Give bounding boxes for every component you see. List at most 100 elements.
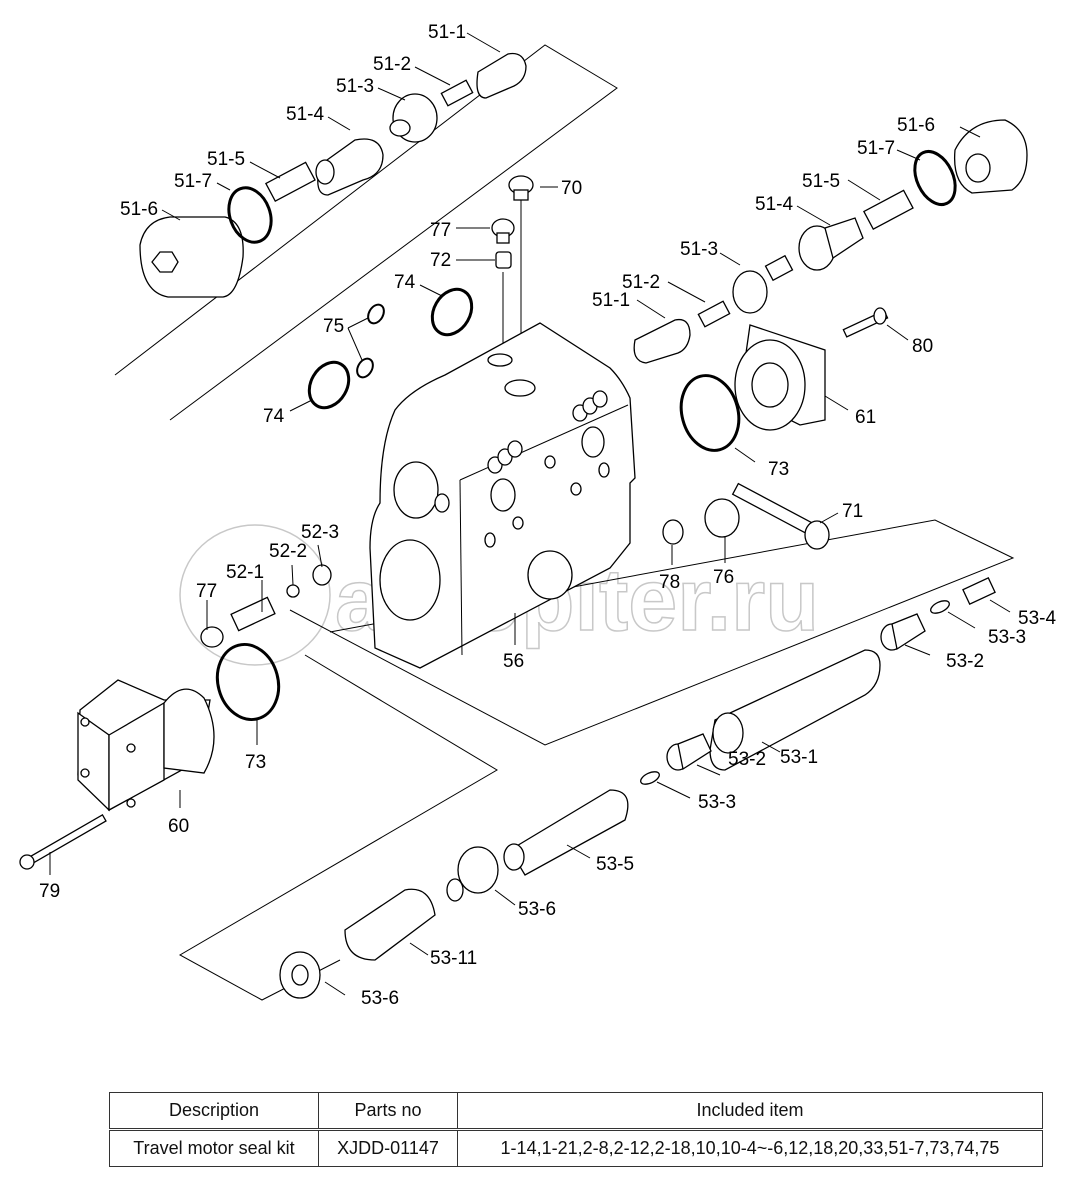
part-52-3 — [312, 564, 332, 586]
label-71: 71 — [842, 501, 863, 522]
label-70: 70 — [561, 178, 582, 199]
part-51-6-left — [139, 216, 244, 298]
label-51-2: 51-2 — [622, 272, 660, 293]
label-75: 75 — [323, 316, 344, 337]
part-53-11-spring — [344, 888, 436, 961]
label-51-7: 51-7 — [857, 138, 895, 159]
header-parts-no: Parts no — [318, 1092, 458, 1131]
label-74: 74 — [394, 272, 416, 293]
part-51-2-left-spring — [440, 79, 474, 107]
part-51-6-right — [953, 119, 1028, 194]
label-51-2: 51-2 — [373, 54, 411, 75]
part-75-oring-b — [356, 357, 374, 379]
label-77: 77 — [430, 220, 451, 241]
label-51-5: 51-5 — [207, 149, 245, 170]
seal-kit-table: Description Parts no Included item Trave… — [109, 1092, 1043, 1167]
label-61: 61 — [855, 407, 876, 428]
cell-description: Travel motor seal kit — [109, 1129, 319, 1167]
part-76-plug — [704, 498, 740, 538]
part-74-oring-a — [430, 287, 474, 337]
exploded-parts-diagram: autopiter.ru — [19, 22, 1056, 1009]
part-51-2-right-spring — [697, 300, 731, 328]
label-72: 72 — [430, 250, 451, 271]
label-53-3: 53-3 — [988, 627, 1026, 648]
part-73-oring-left — [215, 642, 281, 722]
label-51-3: 51-3 — [336, 76, 374, 97]
label-53-5: 53-5 — [596, 854, 634, 875]
cell-parts-no: XJDD-01147 — [318, 1129, 458, 1167]
part-51-5-right-spring — [863, 189, 914, 231]
label-53-6: 53-6 — [361, 988, 399, 1009]
part-51-7-right-oring — [913, 150, 957, 206]
part-71-bolt — [731, 482, 830, 550]
label-51-4: 51-4 — [755, 194, 793, 215]
label-53-4: 53-4 — [1018, 608, 1056, 629]
part-56-valve-housing — [369, 322, 636, 669]
label-51-1: 51-1 — [428, 22, 466, 43]
header-description: Description — [109, 1092, 319, 1131]
label-53-11: 53-11 — [430, 948, 477, 969]
label-53-2: 53-2 — [946, 651, 984, 672]
part-60-cover-block — [77, 679, 215, 812]
label-79: 79 — [39, 881, 60, 902]
label-80: 80 — [912, 336, 933, 357]
part-labels: 51-1 51-2 51-3 51-4 51-5 51-7 51-6 70 77… — [39, 22, 1056, 1009]
part-77-plug-top — [491, 218, 515, 244]
label-51-7: 51-7 — [174, 171, 212, 192]
label-51-3: 51-3 — [680, 239, 718, 260]
part-51-1-right — [633, 318, 691, 364]
label-77: 77 — [196, 581, 217, 602]
label-78: 78 — [659, 572, 680, 593]
part-75-oring-a — [367, 303, 385, 325]
part-52-2 — [286, 584, 300, 598]
label-51-6: 51-6 — [897, 115, 935, 136]
label-56: 56 — [503, 651, 524, 672]
label-52-2: 52-2 — [269, 541, 307, 562]
cell-included-item: 1-14,1-21,2-8,2-12,2-18,10,10-4~-6,12,18… — [457, 1129, 1043, 1167]
label-52-3: 52-3 — [301, 522, 339, 543]
label-73: 73 — [245, 752, 266, 773]
part-53-6-lower — [279, 951, 321, 999]
label-51-6: 51-6 — [120, 199, 158, 220]
part-79-bolt — [19, 814, 107, 870]
leader-lines — [49, 32, 1011, 996]
part-53-3-lower — [640, 771, 660, 785]
label-53-6: 53-6 — [518, 899, 556, 920]
label-52-1: 52-1 — [226, 562, 264, 583]
label-60: 60 — [168, 816, 189, 837]
part-80-bolt — [842, 307, 889, 338]
part-53-4 — [962, 576, 996, 606]
part-51-3-left — [389, 93, 438, 143]
assembly-outline-upper-left — [114, 44, 618, 421]
table-row: Travel motor seal kit XJDD-01147 1-14,1-… — [109, 1129, 1043, 1167]
part-73-oring-right — [679, 374, 741, 452]
part-77-plug-left — [200, 626, 224, 648]
part-53-2-lower — [666, 733, 712, 771]
assembly-outline-lower-right — [289, 519, 1015, 746]
part-53-5 — [503, 789, 629, 876]
part-53-1-spool — [709, 649, 881, 771]
part-51-7-left-oring — [227, 186, 273, 244]
part-70-plug — [508, 175, 534, 390]
label-53-1: 53-1 — [780, 747, 818, 768]
part-51-5-left-spring — [265, 161, 316, 203]
label-74: 74 — [263, 406, 285, 427]
part-51-3-right — [732, 254, 794, 314]
part-53-3-upper — [930, 600, 950, 614]
part-78-plug — [662, 519, 684, 545]
label-53-3: 53-3 — [698, 792, 736, 813]
label-73: 73 — [768, 459, 789, 480]
table-header-row: Description Parts no Included item — [109, 1092, 1043, 1131]
part-52-1 — [230, 596, 276, 632]
label-53-2: 53-2 — [728, 749, 766, 770]
part-51-4-right — [798, 217, 864, 271]
part-61-cover — [734, 324, 826, 431]
header-included-item: Included item — [457, 1092, 1043, 1131]
part-53-2-upper — [880, 613, 926, 651]
part-51-1-left — [476, 52, 527, 99]
part-51-4-left — [315, 138, 384, 196]
label-76: 76 — [713, 567, 734, 588]
part-53-6-upper — [446, 846, 499, 902]
label-51-5: 51-5 — [802, 171, 840, 192]
part-74-oring-b — [307, 360, 351, 410]
